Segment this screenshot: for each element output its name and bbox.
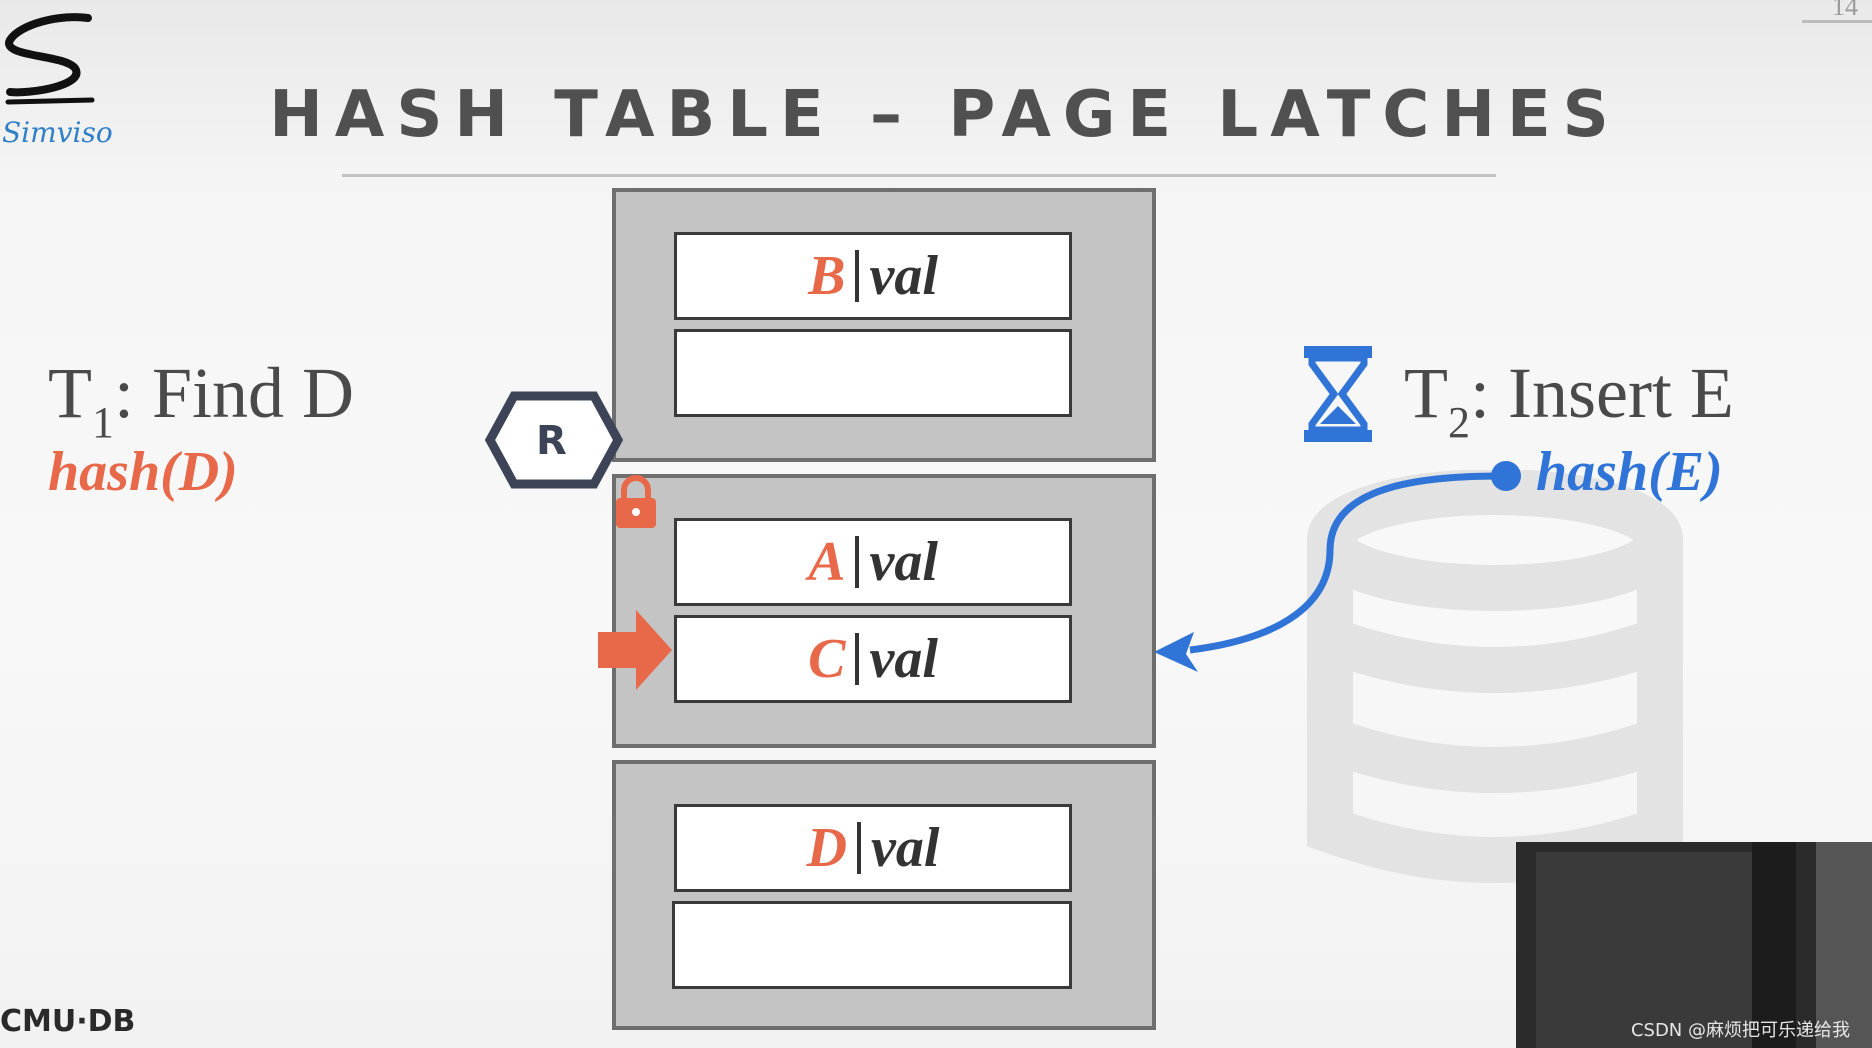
t2-pointer-arrow xyxy=(1154,461,1521,672)
video-frame-detail xyxy=(1752,842,1796,1048)
simviso-logo-text: Simviso xyxy=(2,116,113,149)
slot-separator xyxy=(855,536,860,588)
slot-key: A xyxy=(808,531,846,593)
slot-value: val xyxy=(871,817,940,879)
hourglass-icon xyxy=(1304,346,1372,442)
video-frame-detail xyxy=(1816,842,1872,1048)
t2-action: : Insert E xyxy=(1469,353,1734,433)
t1-subscript: 1 xyxy=(91,398,114,447)
t2-hash: hash(E) xyxy=(1536,441,1723,503)
simviso-logo-icon xyxy=(5,13,95,105)
page-number-divider xyxy=(1802,20,1872,23)
cursor-arrow-icon xyxy=(598,610,672,690)
database-watermark-icon xyxy=(1307,470,1683,883)
slide-title: HASH TABLE – PAGE LATCHES xyxy=(269,78,1621,152)
t2-label: T2: Insert E xyxy=(1404,352,1734,448)
slot-empty xyxy=(672,901,1072,989)
page-number: 14 xyxy=(1832,0,1858,21)
t1-action: : Find D xyxy=(113,353,355,433)
t1-label: T1: Find D xyxy=(48,352,354,448)
title-divider xyxy=(342,174,1496,177)
csdn-watermark: CSDN @麻烦把可乐递给我 xyxy=(1630,1020,1850,1041)
lock-icon xyxy=(616,475,656,528)
speaker-video-inset xyxy=(1516,842,1872,1048)
read-latch-hexagon xyxy=(484,391,624,489)
slot-value: val xyxy=(869,245,938,307)
slot-key: C xyxy=(808,628,846,690)
slot-separator xyxy=(855,250,860,302)
slot-value: val xyxy=(869,628,938,690)
t2-name: T xyxy=(1404,353,1448,433)
t1-name: T xyxy=(48,353,92,433)
slot-key: B xyxy=(808,245,846,307)
slot-separator xyxy=(857,822,862,874)
slot-separator xyxy=(855,633,860,685)
read-latch-label: R xyxy=(536,418,567,464)
t2-subscript: 2 xyxy=(1447,398,1470,447)
video-frame-detail xyxy=(1536,852,1776,1048)
t1-hash: hash(D) xyxy=(48,441,238,503)
cmu-db-logo: CMU·DB xyxy=(0,1004,135,1039)
cmu-db-text: CMU·DB xyxy=(0,1004,136,1039)
slot-value: val xyxy=(869,531,938,593)
slot-key: D xyxy=(806,817,848,879)
slot-empty xyxy=(674,329,1072,417)
